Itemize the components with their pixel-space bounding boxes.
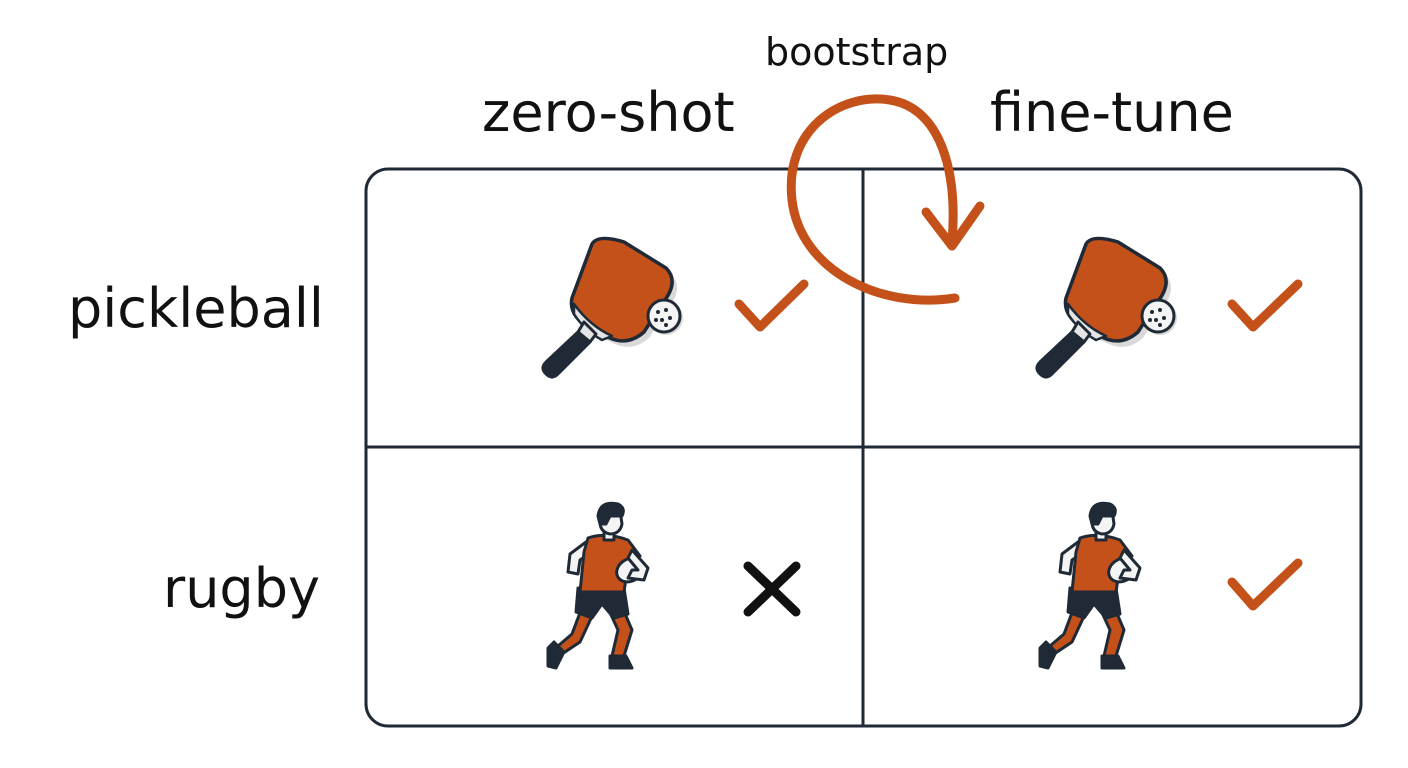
check-icon	[1227, 279, 1303, 332]
row-label-pickleball: pickleball	[68, 277, 324, 340]
pickleball-paddle-icon	[1035, 236, 1179, 379]
rugby-player-icon	[546, 501, 650, 670]
column-header-zero-shot: zero-shot	[482, 81, 735, 144]
rugby-player-icon	[1038, 501, 1142, 670]
row-label-rugby: rugby	[163, 557, 320, 620]
column-header-fine-tune: fine-tune	[990, 81, 1234, 144]
check-icon	[1227, 558, 1303, 611]
bootstrap-arrow-label: bootstrap	[765, 30, 949, 74]
bootstrap-arrow	[786, 94, 985, 305]
check-icon	[734, 279, 809, 332]
pickleball-paddle-icon	[541, 236, 685, 379]
cross-icon	[743, 561, 801, 617]
